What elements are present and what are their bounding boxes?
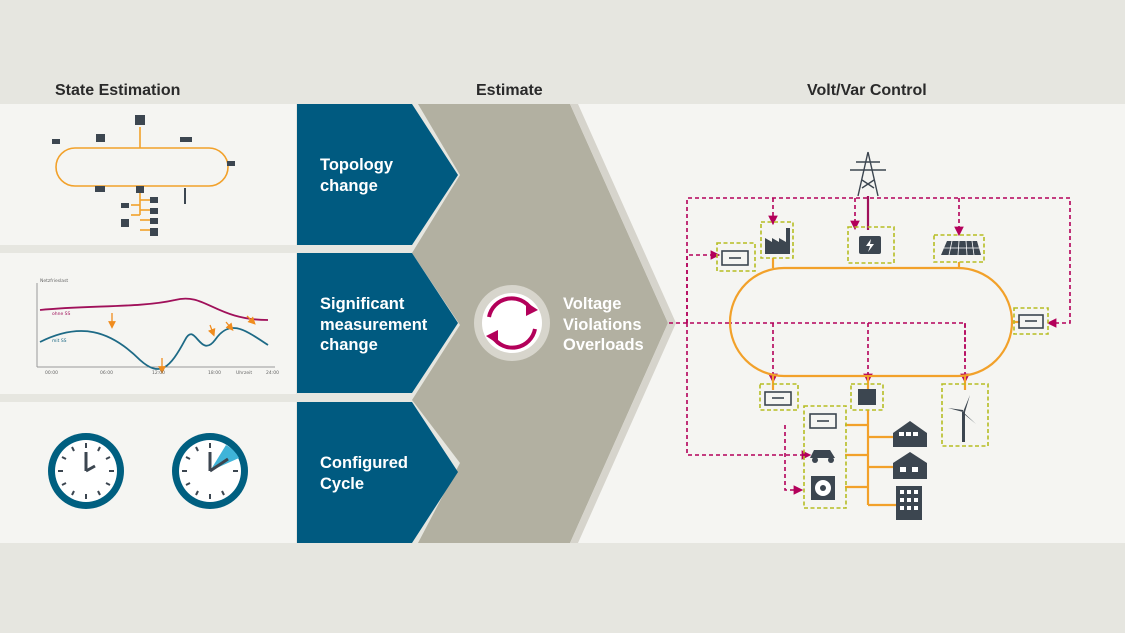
house-icon [893, 421, 927, 479]
mini-chart-tick: 24:00 [266, 370, 279, 376]
estimate-outputs: Voltage Violations Overloads [563, 294, 663, 356]
trigger-label-cycle: Configured Cycle [320, 454, 408, 493]
heading-state-estimation: State Estimation [55, 82, 181, 99]
heat-pump-icon [811, 476, 835, 500]
battery-icon [721, 250, 1044, 429]
wind-turbine-icon [948, 395, 976, 442]
refresh-cycle-icon [474, 285, 550, 361]
series-ohne-ss [39, 297, 269, 321]
mini-network [55, 127, 229, 231]
heading-volt-var-control: Volt/Var Control [807, 82, 927, 99]
clock-icon [172, 433, 248, 509]
transformer-icon [858, 389, 876, 405]
output-violations: Violations [563, 315, 642, 334]
panel-topology [0, 104, 296, 245]
trigger-label-topology: Topology change [320, 156, 394, 195]
transmission-tower-icon [850, 151, 886, 197]
panel-measurement [0, 253, 296, 394]
heading-estimate: Estimate [476, 82, 543, 99]
volt-var-network [669, 151, 1071, 520]
mini-chart-tick: Uhrzeit [236, 370, 252, 376]
solar-panel-icon [941, 240, 981, 256]
apartment-building-icon [896, 486, 922, 520]
mini-chart-series-label-2: mit SS [52, 338, 67, 344]
clock-icon [48, 433, 124, 509]
trigger-chevron-cycle [297, 402, 458, 543]
car-icon [810, 450, 835, 463]
transformer-icon [859, 236, 881, 254]
series-mit-ss [39, 327, 269, 370]
mini-chart-ylabel: Netzfrieslast [40, 278, 68, 284]
trigger-chevron-measurement [297, 253, 458, 393]
mini-chart: Netzfrieslast ohne SS mit SS 00:00 06:00… [36, 278, 279, 376]
factory-icon [765, 228, 790, 254]
mini-chart-tick: 00:00 [45, 370, 58, 376]
trigger-chevron-topology [297, 104, 458, 245]
output-voltage: Voltage [563, 295, 622, 313]
mini-chart-tick: 06:00 [100, 370, 113, 376]
output-overloads: Overloads [563, 336, 644, 354]
trigger-label-measurement: Significant measurement change [320, 295, 428, 354]
mini-chart-series-label-1: ohne SS [52, 311, 71, 317]
mini-chart-tick: 18:00 [208, 370, 221, 376]
mini-chart-tick: 12:00 [152, 370, 165, 376]
